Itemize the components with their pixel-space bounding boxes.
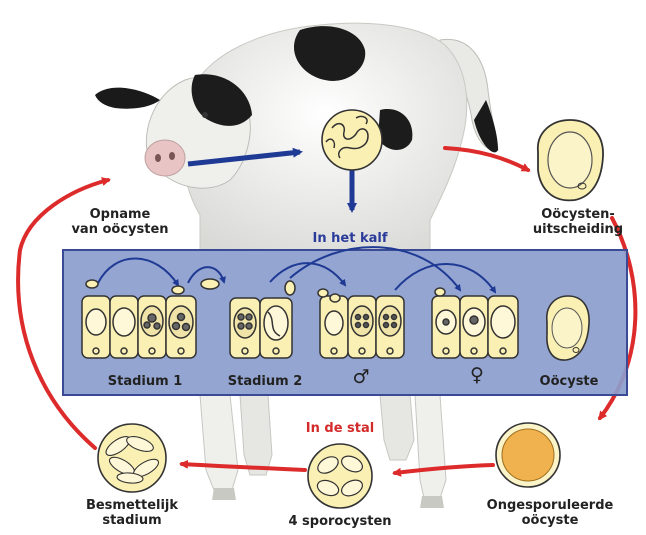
female-stage-cells — [432, 288, 518, 358]
sporocysts-label: 4 sporocysten — [275, 514, 405, 529]
intake-label-line2: van oöcysten — [60, 222, 180, 237]
sporocysts-circle — [308, 444, 372, 508]
intake-label-line1: Opname — [60, 207, 180, 222]
infective-label-line1: Besmettelijk — [72, 498, 192, 513]
unsporulated-label: Ongesporuleerde oöcyste — [470, 498, 630, 528]
stage1-label: Stadium 1 — [90, 374, 200, 389]
unsporulated-label-line1: Ongesporuleerde — [470, 498, 630, 513]
arrow-sporocysts-to-infective — [182, 464, 305, 470]
infective-label-line2: stadium — [72, 513, 192, 528]
intake-label: Opname van oöcysten — [60, 207, 180, 237]
excretion-label: Oöcysten- uitscheiding — [518, 207, 638, 237]
male-symbol: ♂ — [346, 370, 376, 385]
excreted-oocyst — [538, 120, 603, 200]
female-symbol: ♀ — [462, 368, 492, 383]
infective-stage-circle — [98, 424, 166, 492]
gut-circle — [322, 110, 382, 170]
oocyst-label: Oöcyste — [527, 374, 611, 389]
in-stable-title: In de stal — [285, 421, 395, 436]
excretion-label-line2: uitscheiding — [518, 222, 638, 237]
unsporulated-label-line2: oöcyste — [470, 513, 630, 528]
unsporulated-oocyst-circle — [496, 423, 560, 487]
male-stage-cells — [318, 289, 404, 358]
stage2-label: Stadium 2 — [210, 374, 320, 389]
in-calf-title: In het kalf — [290, 231, 410, 246]
infective-label: Besmettelijk stadium — [72, 498, 192, 528]
excretion-label-line1: Oöcysten- — [518, 207, 638, 222]
